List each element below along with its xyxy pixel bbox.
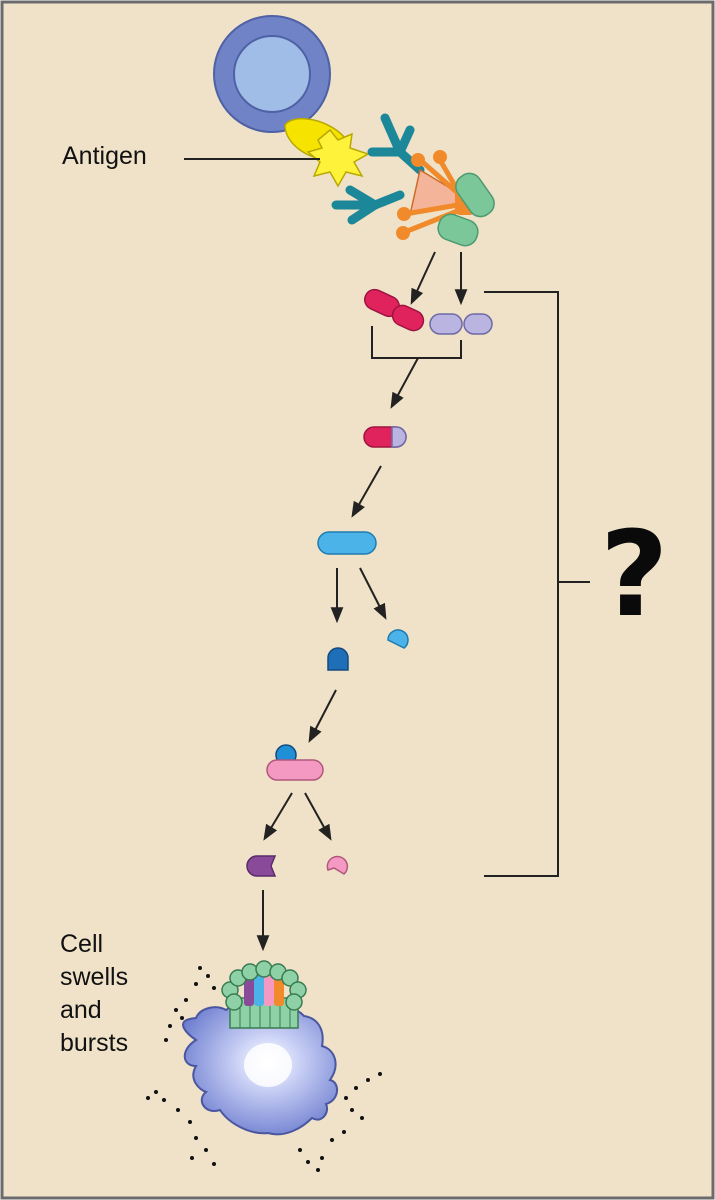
arrow — [351, 465, 382, 518]
complement-fragment-icon — [429, 313, 493, 335]
cell-lysis-label-line: swells — [60, 963, 129, 991]
complement-fragment-icon — [387, 629, 409, 649]
antibody-icon — [331, 113, 425, 225]
combine-bracket — [371, 326, 462, 359]
complement-fragment-icon — [363, 288, 425, 332]
arrow — [390, 357, 419, 409]
question-mark: ? — [600, 505, 669, 643]
complement-component-icon — [317, 531, 377, 555]
complement-fragment-icon — [326, 855, 349, 875]
arrow — [410, 251, 436, 305]
cell-lysis-label: Cell swells and bursts — [60, 928, 180, 1060]
cell-lysis-label-line: and — [60, 996, 102, 1024]
pathway-bracket — [484, 291, 590, 877]
arrow — [304, 792, 332, 841]
complement-fragment-icon — [246, 855, 277, 877]
complement-component-icon — [266, 759, 324, 781]
cell-lysis-label-line: Cell — [60, 930, 104, 958]
c1-complex-icon — [396, 150, 495, 247]
target-cell-icon — [213, 15, 331, 133]
cell-lysis-label-line: bursts — [60, 1029, 129, 1057]
antigen-label: Antigen — [62, 142, 147, 170]
lysing-cell-icon — [181, 1001, 338, 1136]
arrow — [359, 567, 387, 620]
leaking-contents — [146, 966, 382, 1172]
arrow — [308, 689, 337, 743]
membrane-pore-icon — [221, 960, 307, 1029]
complement-fragment-icon — [363, 426, 407, 448]
antigen-icon — [284, 117, 370, 188]
complement-fragment-icon — [327, 647, 349, 671]
arrow — [263, 792, 293, 841]
